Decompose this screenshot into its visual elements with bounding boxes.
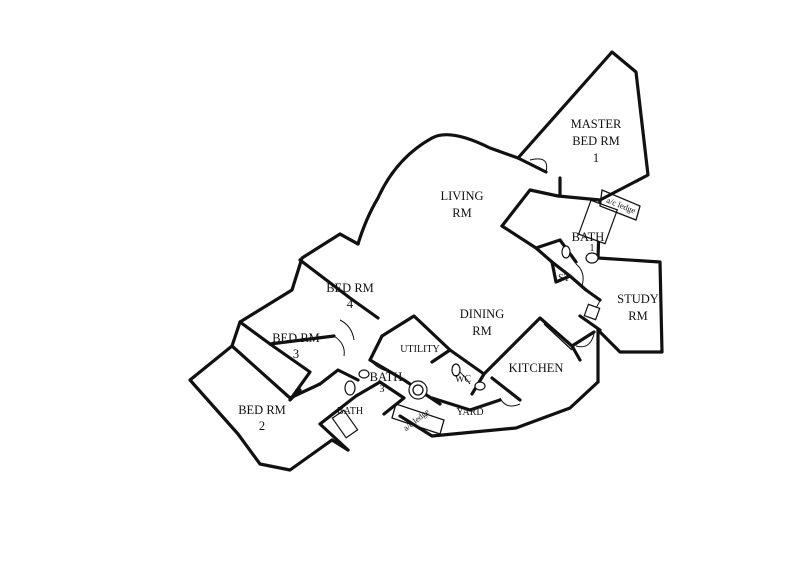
label-bed4-1: BED RM: [326, 281, 374, 295]
label-living-2: RM: [452, 206, 471, 220]
label-master-bed-1: MASTER: [571, 117, 622, 131]
cabinet-icon: [583, 303, 601, 321]
label-bath2: BATH: [337, 406, 363, 417]
shower-tray-icon: [331, 409, 359, 439]
basin-icon: [474, 381, 486, 391]
ac-ledge-top-outline: [599, 189, 641, 221]
label-living-1: LIVING: [440, 189, 483, 203]
basin-icon: [585, 252, 599, 264]
label-master-bed-3: 1: [593, 151, 599, 165]
label-bed3-1: BED RM: [272, 331, 320, 345]
room-labels: MASTER BED RM 1 LIVING RM BATH 1 ST STUD…: [238, 117, 659, 433]
fixtures: [331, 189, 641, 439]
interior-walls: [230, 156, 602, 416]
label-bath1-2: 1: [590, 243, 595, 254]
label-bath3-1: BATH: [370, 370, 403, 384]
label-bath1-1: BATH: [572, 230, 605, 244]
label-wc: WC: [455, 374, 471, 385]
ac-ledge-bottom-outline: [391, 403, 445, 435]
label-bed3-2: 3: [293, 347, 299, 361]
bathtub-icon: [577, 199, 619, 245]
washing-machine-icon: [408, 380, 428, 400]
label-bed2-1: BED RM: [238, 403, 286, 417]
label-dining-2: RM: [472, 324, 491, 338]
label-yard: YARD: [456, 407, 483, 418]
label-study-1: STUDY: [617, 292, 659, 306]
label-dining-1: DINING: [460, 307, 504, 321]
label-bath3-2: 3: [380, 384, 385, 395]
label-bed2-2: 2: [259, 419, 265, 433]
toilet-icon: [561, 245, 571, 259]
label-st: ST: [558, 273, 570, 284]
toilet-icon: [344, 380, 356, 396]
label-kitchen: KITCHEN: [509, 361, 564, 375]
basin-icon: [358, 369, 370, 379]
toilet-icon: [451, 363, 461, 377]
label-study-2: RM: [628, 309, 647, 323]
label-utility: UTILITY: [400, 344, 439, 355]
label-master-bed-2: BED RM: [572, 134, 620, 148]
label-bed4-2: 4: [347, 297, 354, 311]
